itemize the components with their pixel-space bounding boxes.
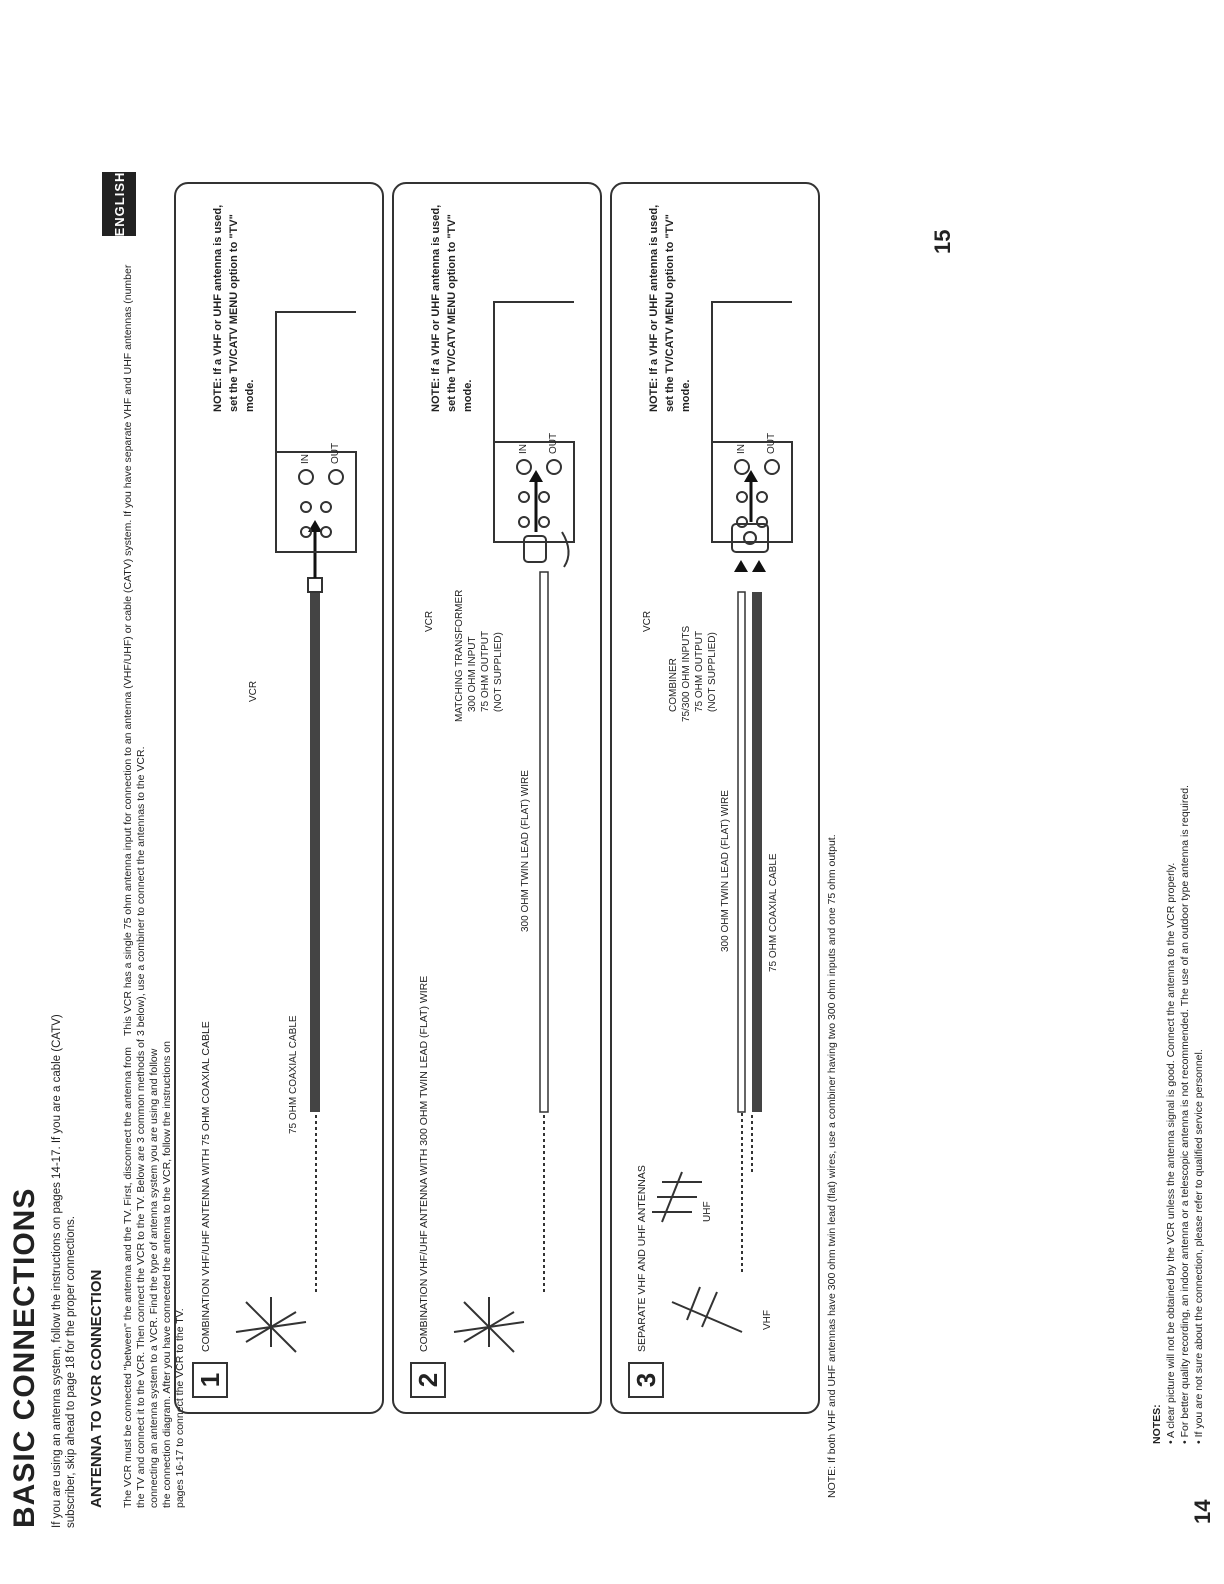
page-number-left: 14 [1190, 1499, 1215, 1524]
device-label-line-1: COMBINER [668, 658, 679, 712]
panel-1: 1 COMBINATION VHF/UHF ANTENNA WITH 75 OH… [174, 182, 384, 1414]
out-label: OUT [766, 432, 777, 454]
note-item: • A clear picture will not be obtained b… [1165, 862, 1177, 1444]
panel-2-diagram [453, 301, 575, 1353]
matching-transformer-icon [523, 531, 570, 568]
uhf-antenna-icon [652, 1171, 702, 1223]
uhf-label: UHF [702, 1201, 713, 1222]
coax-cable [752, 592, 762, 1112]
twin-lead-wire [539, 571, 549, 1113]
in-label: IN [736, 444, 747, 454]
page-number-right: 15 [930, 229, 955, 254]
arrow-icon [744, 470, 758, 482]
cable-label-a: 300 OHM TWIN LEAD (FLAT) WIRE [720, 790, 731, 952]
cable-label: 75 OHM COAXIAL CABLE [288, 1015, 299, 1134]
panel-combiner-note: NOTE: If both VHF and UHF antennas have … [826, 834, 838, 1498]
arrow-icon [308, 520, 322, 532]
antenna-icon [453, 1297, 525, 1353]
language-tab: ENGLISH [102, 172, 136, 236]
notes-heading: NOTES: [1151, 1404, 1163, 1444]
in-label: IN [300, 454, 311, 464]
panel-note: NOTE: If a VHF or UHF antenna is used, s… [212, 204, 256, 412]
vcr-label: VCR [424, 610, 435, 632]
panel-note: NOTE: If a VHF or UHF antenna is used, s… [430, 204, 474, 412]
antenna-icon [235, 1297, 307, 1353]
vcr-icon [275, 311, 357, 553]
panel-3: 3 SEPARATE VHF AND UHF ANTENNAS [610, 182, 820, 1414]
vhf-label: VHF [762, 1310, 773, 1330]
intro-text: If you are using an antenna system, foll… [51, 1014, 77, 1528]
device-label-line-2: 75/300 OHM INPUTS [681, 625, 692, 722]
vcr-label: VCR [642, 610, 653, 632]
cable-plug [307, 577, 323, 593]
notes-block: NOTES: • A clear picture will not be obt… [1150, 544, 1206, 1444]
device-label-line-2: 300 OHM INPUT [467, 636, 478, 712]
section-title: ANTENNA TO VCR CONNECTION [88, 1269, 105, 1508]
panel-1-diagram [235, 311, 357, 1353]
in-label: IN [518, 444, 529, 454]
device-label-line-3: 75 OHM OUTPUT [480, 630, 491, 712]
cable-label-b: 75 OHM COAXIAL CABLE [768, 853, 779, 972]
panel-note: NOTE: If a VHF or UHF antenna is used, s… [648, 204, 692, 412]
device-label-line-4: (NOT SUPPLIED) [493, 632, 504, 712]
device-label-line-1: MATCHING TRANSFORMER [454, 589, 465, 722]
page-title: BASIC CONNECTIONS [8, 1187, 41, 1528]
vcr-icon [493, 301, 575, 543]
twin-lead-wire [737, 591, 746, 1113]
paragraph-right: This VCR has a single 75 ohm antenna inp… [122, 264, 147, 1036]
panel-3-diagram [652, 301, 793, 1333]
vcr-label: VCR [248, 680, 259, 702]
vhf-antenna-icon [671, 1286, 743, 1333]
arrow-icon [752, 560, 766, 572]
out-label: OUT [548, 432, 559, 454]
note-item: • For better quality recording, an indoo… [1179, 785, 1191, 1444]
vcr-icon [711, 301, 793, 543]
out-label: OUT [330, 442, 341, 464]
device-label-line-4: (NOT SUPPLIED) [707, 632, 718, 712]
arrow-icon [529, 470, 543, 482]
coax-cable [310, 592, 320, 1112]
device-label-line-3: 75 OHM OUTPUT [694, 630, 705, 712]
note-item: • If you are not sure about the connecti… [1193, 1049, 1205, 1444]
combiner-icon [731, 523, 769, 553]
panel-2: 2 COMBINATION VHF/UHF ANTENNA WITH 300 O… [392, 182, 602, 1414]
cable-label: 300 OHM TWIN LEAD (FLAT) WIRE [520, 770, 531, 932]
arrow-icon [734, 560, 748, 572]
